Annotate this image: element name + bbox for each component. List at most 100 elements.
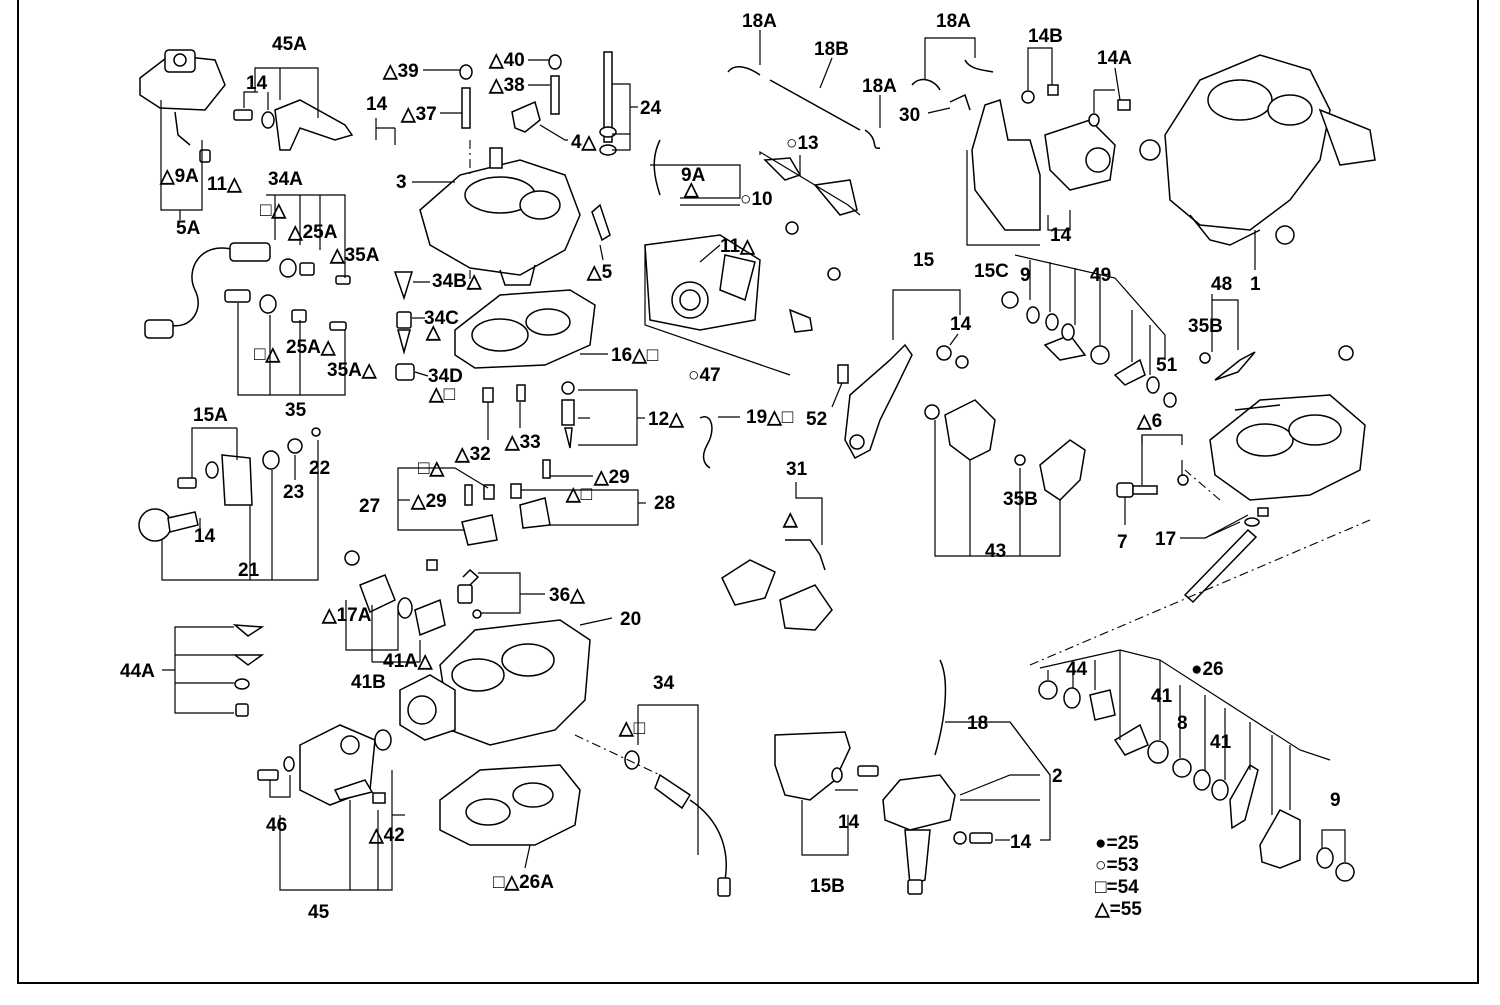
label-52: 52 [806, 409, 827, 430]
legend-row-54: □=54 [1095, 877, 1139, 898]
part-lever-15 [837, 343, 969, 460]
label-18: 18 [967, 713, 988, 734]
part-labels: 45A 14 △9A 11△ 5A △39 △40 △38 △37 24 14 … [120, 11, 1341, 923]
label-15b: 15B [810, 876, 845, 897]
label-31: 31 [786, 459, 808, 480]
label-29-b: △29 [593, 467, 630, 488]
label-6: △6 [1136, 411, 1162, 432]
label-24: 24 [640, 98, 662, 119]
label-18a-2: 18A [862, 76, 897, 97]
part-44a [232, 624, 265, 717]
label-27-sym: □△ [418, 458, 445, 479]
part-hoses-18 [727, 59, 994, 149]
label-44: 44 [1066, 659, 1088, 680]
label-27: 27 [359, 496, 380, 517]
legend-symbol-open-circle: ○ [1095, 855, 1106, 876]
label-23: 23 [283, 482, 304, 503]
centerlines [469, 140, 1371, 776]
label-45a: 45A [272, 34, 307, 55]
label-35b-a: 35B [1188, 316, 1223, 337]
label-37: △37 [400, 104, 437, 125]
part-gasket-26a-hole [465, 798, 511, 826]
part-hose-19 [699, 416, 713, 469]
label-48: 48 [1211, 274, 1232, 295]
label-25a-2: 25A△ [286, 337, 337, 358]
label-14-f: 14 [838, 812, 860, 833]
part-sensor-cable-34a [144, 242, 351, 339]
label-19: 19△□ [746, 407, 794, 428]
label-32: △32 [454, 444, 491, 465]
label-35b-b: 35B [1003, 489, 1038, 510]
label-8: 8 [1177, 713, 1188, 734]
label-41a: 41A△ [383, 651, 434, 672]
label-15a: 15A [193, 405, 228, 426]
label-28: 28 [654, 493, 675, 514]
label-21: 21 [238, 560, 260, 581]
label-36: 36△ [549, 585, 586, 606]
label-38: △38 [488, 75, 525, 96]
part-throttle-body-right [1209, 345, 1366, 501]
part-bracket-45a [274, 99, 354, 151]
part-throttle-body-3 [419, 147, 581, 286]
legend-square-marker-36 [426, 559, 438, 571]
label-30: 30 [899, 105, 920, 126]
leader-lines [160, 30, 1346, 891]
label-9a-mid-sym: △ [683, 179, 700, 200]
label-9a: △9A [159, 166, 199, 187]
part-pump-45 [257, 724, 392, 806]
label-10: ○10 [740, 189, 773, 210]
label-17a: △17A [321, 605, 372, 626]
label-41-a: 41 [1151, 686, 1173, 707]
part-jets-34 [393, 271, 415, 381]
label-14b: 14B [1028, 26, 1063, 47]
label-14-e: 14 [194, 526, 216, 547]
label-17: 17 [1155, 529, 1176, 550]
label-26a: □△26A [493, 872, 554, 893]
part-vacuum-unit-2 [882, 659, 993, 895]
label-44a: 44A [120, 661, 155, 682]
part-cam-43 [924, 399, 1086, 501]
legend-value-25: =25 [1106, 833, 1139, 854]
legend-value-54: =54 [1106, 877, 1139, 898]
label-34a-sym: □△ [260, 200, 287, 221]
part-row-35 [224, 289, 347, 331]
label-35: 35 [285, 400, 307, 421]
legend-row-55: △=55 [1094, 899, 1142, 920]
label-34: 34 [653, 673, 675, 694]
label-14-d: 14 [950, 314, 972, 335]
label-14: 14 [246, 73, 268, 94]
label-34c-sym: △ [425, 322, 442, 343]
label-9: 9 [1020, 265, 1031, 286]
label-3: 3 [396, 172, 407, 193]
part-nuts-14b [1021, 84, 1059, 104]
part-screw-7 [1116, 474, 1189, 498]
legend-value-55: =55 [1110, 899, 1143, 920]
legend-row-25: ●=25 [1095, 833, 1139, 854]
drawing-frame [17, 0, 1479, 984]
part-sensor-34 [624, 750, 731, 897]
label-25a-2-sym: □△ [254, 344, 281, 365]
label-41b: 41B [351, 672, 386, 693]
part-bracket-15c [971, 99, 1041, 231]
part-screws-45a [199, 109, 275, 163]
part-carburetor-assembly-1 [1139, 54, 1376, 246]
part-bracket-15b [774, 731, 851, 801]
part-gasket-16-hole2 [525, 308, 571, 336]
label-29-a: △29 [410, 491, 447, 512]
label-9-b: 9 [1330, 790, 1341, 811]
label-14-g: 14 [1010, 832, 1032, 853]
label-7: 7 [1117, 532, 1128, 553]
label-20: 20 [620, 609, 641, 630]
label-31-sym: △ [782, 509, 799, 530]
part-harness-31 [721, 539, 833, 631]
legend-symbol-triangle: △ [1094, 899, 1111, 920]
label-33: △33 [504, 432, 541, 453]
label-18b: 18B [814, 39, 849, 60]
label-46: 46 [266, 815, 287, 836]
part-valve-12 [482, 381, 575, 449]
part-14-screw [831, 765, 879, 783]
legend-symbol-square: □ [1095, 877, 1107, 898]
label-26: ●26 [1191, 659, 1224, 680]
part-small-pins [459, 51, 617, 242]
